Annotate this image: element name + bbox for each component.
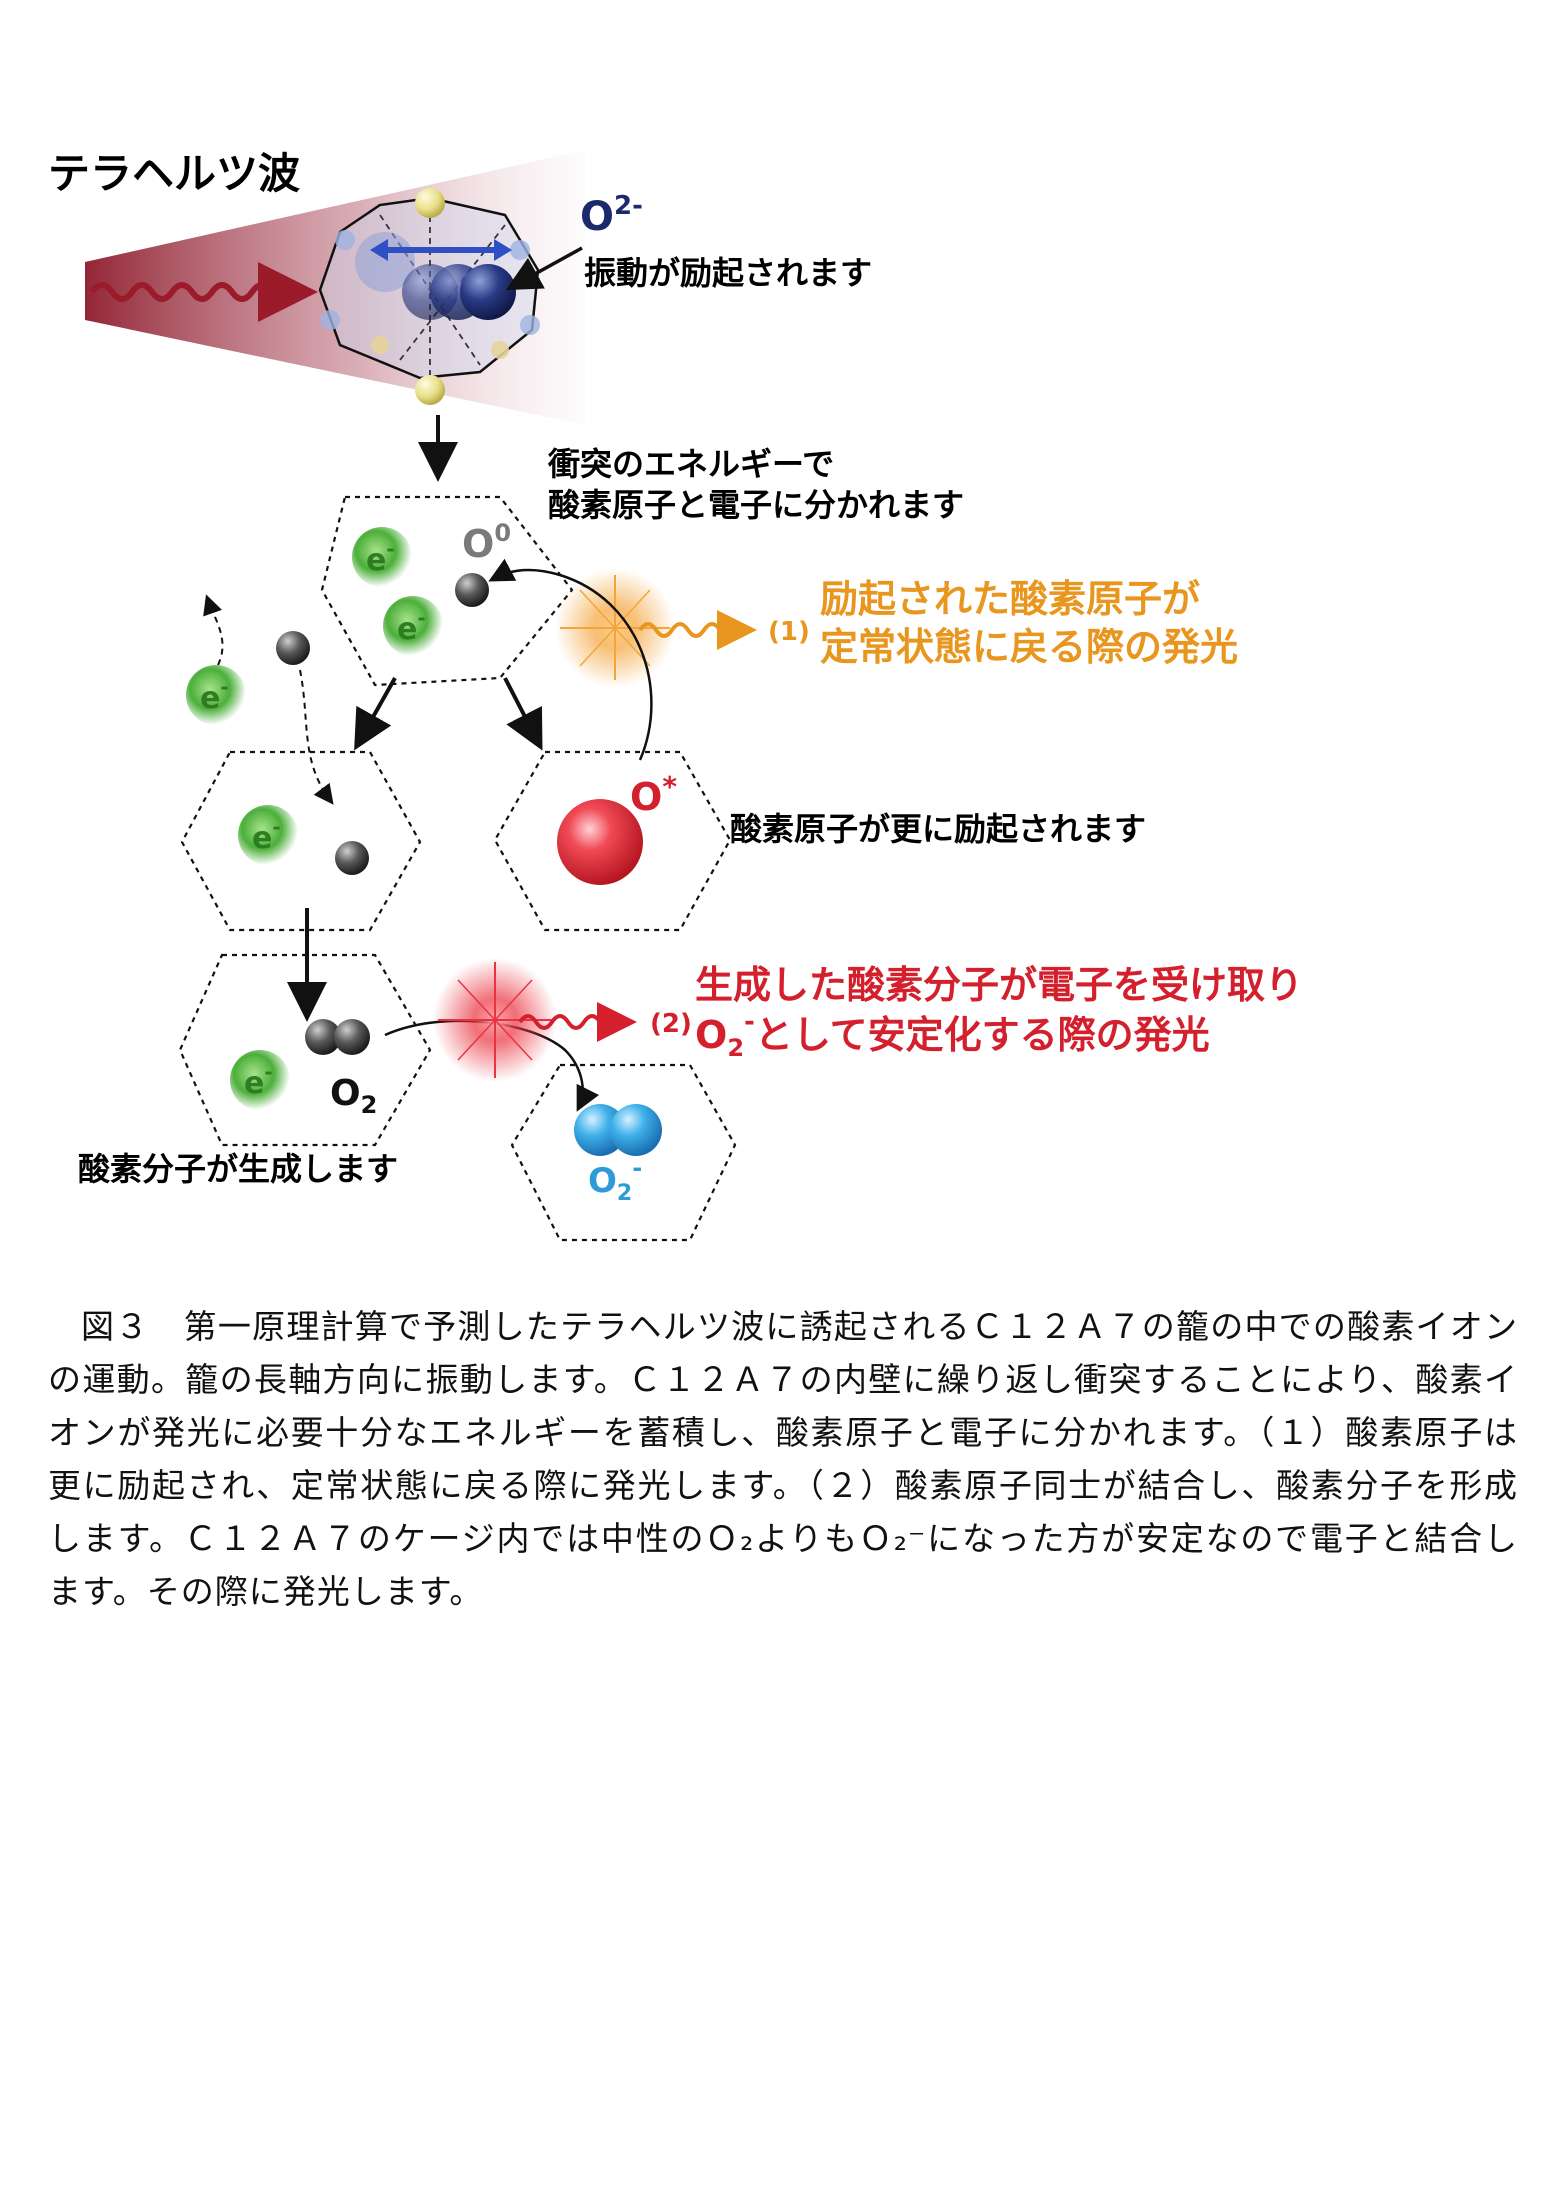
split-arrow-left [354,677,397,751]
emission-2-flash [433,958,557,1082]
molecule-formed-label: 酸素分子が生成します [78,1150,398,1188]
oxygen-molecule [305,1019,370,1055]
cage-bottom-left [178,953,432,1147]
collision-label-line2: 酸素原子と電子に分かれます [548,486,964,524]
excitation-return-arrow [488,558,653,761]
svg-text:e-: e- [397,606,426,647]
o0-label: O0 [462,519,511,566]
terahertz-oxygen-diagram: テラヘルツ波 O2- 振動が励起されます 衝突のエネルギーで 酸素原子と電子に分… [48,149,1303,1242]
figure-caption-text: 図３ 第一原理計算で予測したテラヘルツ波に誘起されるＣ１２Ａ７の籠の中での酸素イ… [48,1307,1518,1611]
svg-text:e-: e- [366,537,395,578]
emission-2-wave [518,1002,637,1042]
svg-text:e-: e- [200,675,229,716]
emission-1-line1: 励起された酸素原子が [820,577,1200,621]
free-oxygen-path [299,669,334,805]
oxygen-atom-left [335,841,369,875]
emission-2-line1: 生成した酸素分子が電子を受け取り [695,963,1303,1007]
free-oxygen-atom [276,631,310,665]
excited-further-label: 酸素原子が更に励起されます [730,810,1146,848]
ion-label: O2- [580,191,643,240]
emission-2-number: (2) [650,1009,692,1039]
electron-2: e- [383,596,443,656]
terahertz-wave [89,262,318,322]
svg-text:e-: e- [252,815,281,856]
figure-caption: 図３ 第一原理計算で予測したテラヘルツ波に誘起されるＣ１２Ａ７の籠の中での酸素イ… [48,1300,1518,1618]
excited-oxygen-atom [557,799,643,885]
terahertz-title: テラヘルツ波 [48,149,300,198]
electron-1: e- [352,527,412,587]
collision-label-line1: 衝突のエネルギーで [547,445,834,483]
ostar-label: O* [630,770,677,819]
vibration-label: 振動が励起されます [584,254,872,292]
o2minus-label: O2- [588,1154,642,1206]
c12a7-cage [318,188,540,405]
cage-split [320,495,574,687]
free-electron: e- [186,665,246,725]
emission-1-number: (1) [768,617,810,647]
electron-4: e- [230,1050,290,1110]
ion-pointer-arrow [505,246,583,291]
terahertz-beam [85,150,585,425]
cage-right [493,750,732,932]
cage-bottom-right [510,1063,737,1242]
emission-1-wave [638,610,757,650]
emission-1-line2: 定常状態に戻る際の発光 [820,625,1238,669]
free-electron-path [203,594,224,666]
oxygen-atom-neutral [455,573,489,607]
svg-text:e-: e- [244,1060,273,1101]
electron-3: e- [238,805,298,865]
emission-2-line2: O2-として安定化する際の発光 [695,1007,1210,1062]
superoxide-molecule [574,1104,662,1156]
o2-label: O2 [330,1073,377,1119]
cage-left [180,750,422,932]
split-arrow-right [503,677,543,751]
